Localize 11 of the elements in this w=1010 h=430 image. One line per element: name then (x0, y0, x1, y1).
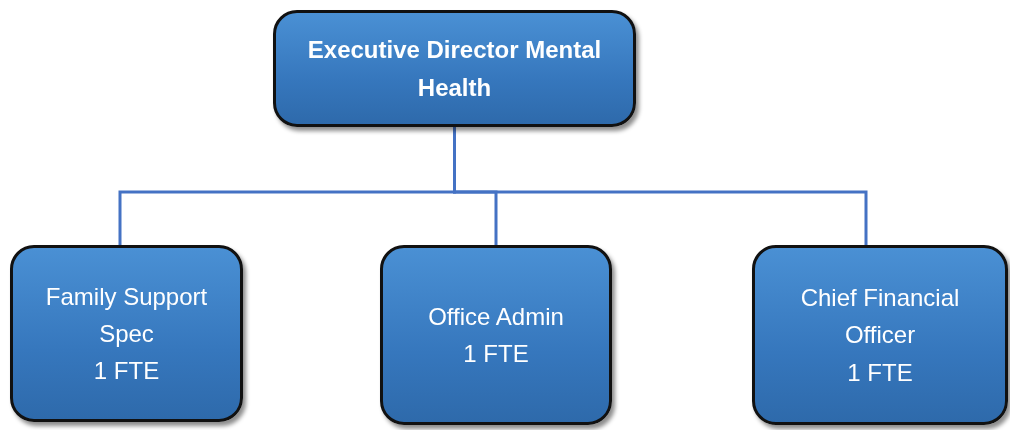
position-box (10, 245, 243, 422)
position-box (380, 245, 612, 425)
position-box (273, 10, 636, 127)
position-title: Chief Financial Officer (799, 283, 961, 351)
position-title: Office Admin (427, 301, 565, 332)
fte-count: 1 FTE (846, 357, 914, 388)
position-title: Executive Director Mental Health (306, 35, 603, 103)
position-box (752, 245, 1008, 425)
fte-count: 1 FTE (92, 356, 161, 387)
position-title: Family Support Spec (44, 281, 209, 349)
fte-count: 1 FTE (462, 339, 530, 369)
